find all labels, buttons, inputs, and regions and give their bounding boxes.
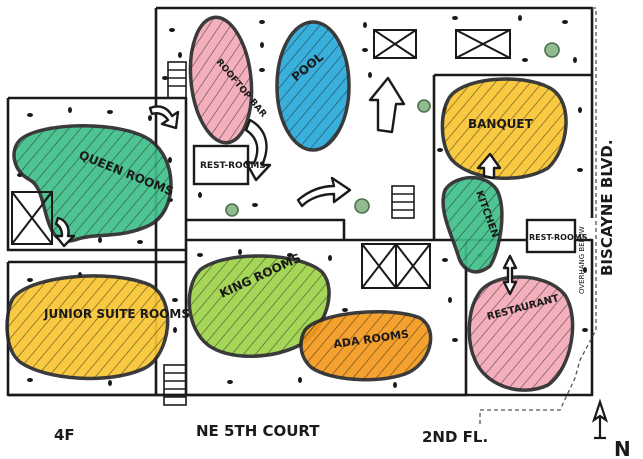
label-junior-suite: JUNIOR SUITE ROOMS <box>43 307 190 321</box>
label-ne-court: NE 5TH COURT <box>196 422 320 440</box>
label-floor-left: 4F <box>54 426 75 444</box>
label-north: N <box>614 437 631 459</box>
label-restrooms-left: REST-ROOMS <box>200 161 266 171</box>
label-biscayne-blvd: BISCAYNE BLVD. <box>598 139 616 276</box>
label-floor-right: 2ND FL. <box>422 428 488 446</box>
arrow-bend-icon <box>246 120 270 180</box>
arrow-up-icon <box>370 78 404 132</box>
label-banquet: BANQUET <box>468 117 534 131</box>
north-arrow-icon <box>594 402 606 438</box>
arrow-right-icon <box>298 178 350 206</box>
label-overhang: OVERHANG BELOW <box>578 226 586 294</box>
arrow-entry-icon <box>150 106 178 128</box>
